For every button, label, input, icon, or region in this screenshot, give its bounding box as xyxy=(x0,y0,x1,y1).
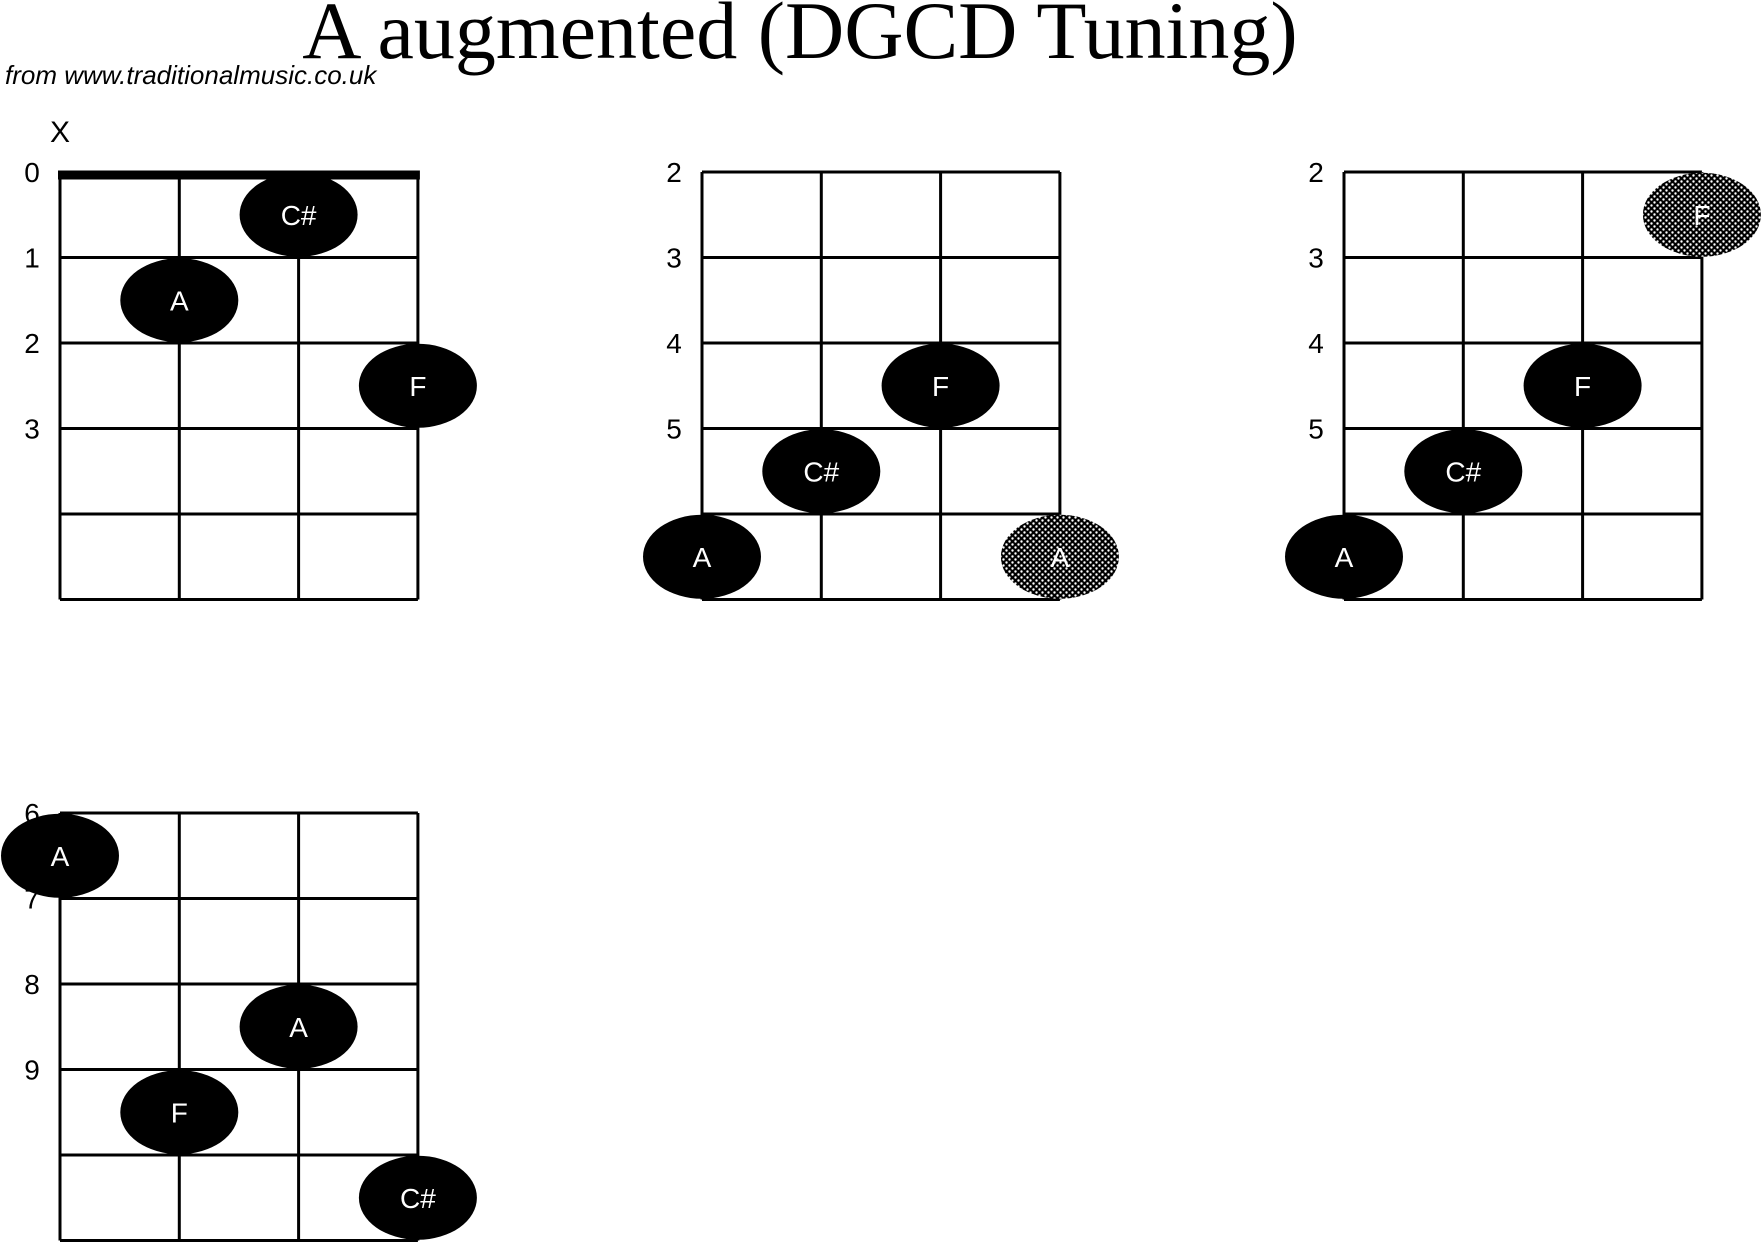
note-dot-shape xyxy=(881,343,1000,428)
alternate-note-dot: A xyxy=(1000,514,1119,599)
note-name-label: A xyxy=(51,841,70,872)
note-name-label: F xyxy=(1693,200,1710,231)
note-name-label: C# xyxy=(803,456,839,487)
note-dot: F xyxy=(1523,343,1642,428)
note-dot-shape xyxy=(1000,514,1119,599)
fret-number-label: 3 xyxy=(24,414,40,445)
note-name-label: F xyxy=(409,371,426,402)
fret-number-label: 3 xyxy=(1308,243,1324,274)
note-dot: C# xyxy=(239,172,358,257)
chord-diagram: 2 3 4 5 F F C# A xyxy=(1285,157,1761,601)
note-name-label: C# xyxy=(281,200,317,231)
note-dot-shape xyxy=(762,429,881,514)
fret-number-label: 0 xyxy=(24,157,40,188)
note-dot: F xyxy=(358,343,477,428)
note-name-label: A xyxy=(1335,542,1354,573)
note-dot-shape xyxy=(1,813,119,898)
note-dot: F xyxy=(881,343,1000,428)
fret-number-label: 2 xyxy=(666,157,682,188)
fret-number-label: 5 xyxy=(666,414,682,445)
note-dot-shape xyxy=(1523,343,1642,428)
alternate-note-dot: F xyxy=(1642,172,1761,257)
note-name-label: C# xyxy=(400,1183,436,1214)
note-dot: C# xyxy=(762,429,881,514)
note-name-label: F xyxy=(1574,371,1591,402)
note-name-label: F xyxy=(932,371,949,402)
chord-diagram: 0 1 2 3 X C# A F xyxy=(24,116,477,601)
note-dot: A xyxy=(239,984,358,1069)
note-dot: C# xyxy=(358,1155,477,1240)
note-dot-shape xyxy=(358,1155,477,1240)
muted-string-marker: X xyxy=(50,116,70,149)
chord-diagram: 2 3 4 5 F C# A A xyxy=(643,157,1119,601)
note-dot: A xyxy=(643,514,761,599)
note-name-label: F xyxy=(171,1097,188,1128)
note-dot-shape xyxy=(239,172,358,257)
fret-number-label: 2 xyxy=(1308,157,1324,188)
fret-number-label: 8 xyxy=(24,969,40,1000)
fret-number-label: 4 xyxy=(1308,328,1324,359)
note-dot-shape xyxy=(1285,514,1403,599)
note-dot-shape xyxy=(1642,172,1761,257)
note-name-label: A xyxy=(693,542,712,573)
note-dot-shape xyxy=(120,1070,239,1155)
note-dot-shape xyxy=(120,258,239,343)
chart-title: A augmented (DGCD Tuning) xyxy=(302,0,1298,76)
note-dot: F xyxy=(120,1070,239,1155)
source-credit: from www.traditionalmusic.co.uk xyxy=(5,60,377,90)
note-dot-shape xyxy=(643,514,761,599)
note-dot-shape xyxy=(358,343,477,428)
fret-number-label: 4 xyxy=(666,328,682,359)
note-dot: A xyxy=(120,258,239,343)
fret-number-label: 1 xyxy=(24,243,40,274)
note-name-label: A xyxy=(170,285,189,316)
fret-number-label: 3 xyxy=(666,243,682,274)
note-name-label: C# xyxy=(1445,456,1481,487)
fret-number-label: 9 xyxy=(24,1055,40,1086)
note-name-label: A xyxy=(1051,542,1070,573)
note-dot: C# xyxy=(1404,429,1523,514)
note-dot-shape xyxy=(239,984,358,1069)
note-dot-shape xyxy=(1404,429,1523,514)
note-dot: A xyxy=(1285,514,1403,599)
fret-number-label: 5 xyxy=(1308,414,1324,445)
note-name-label: A xyxy=(289,1012,308,1043)
note-dot: A xyxy=(1,813,119,898)
fret-number-label: 2 xyxy=(24,328,40,359)
